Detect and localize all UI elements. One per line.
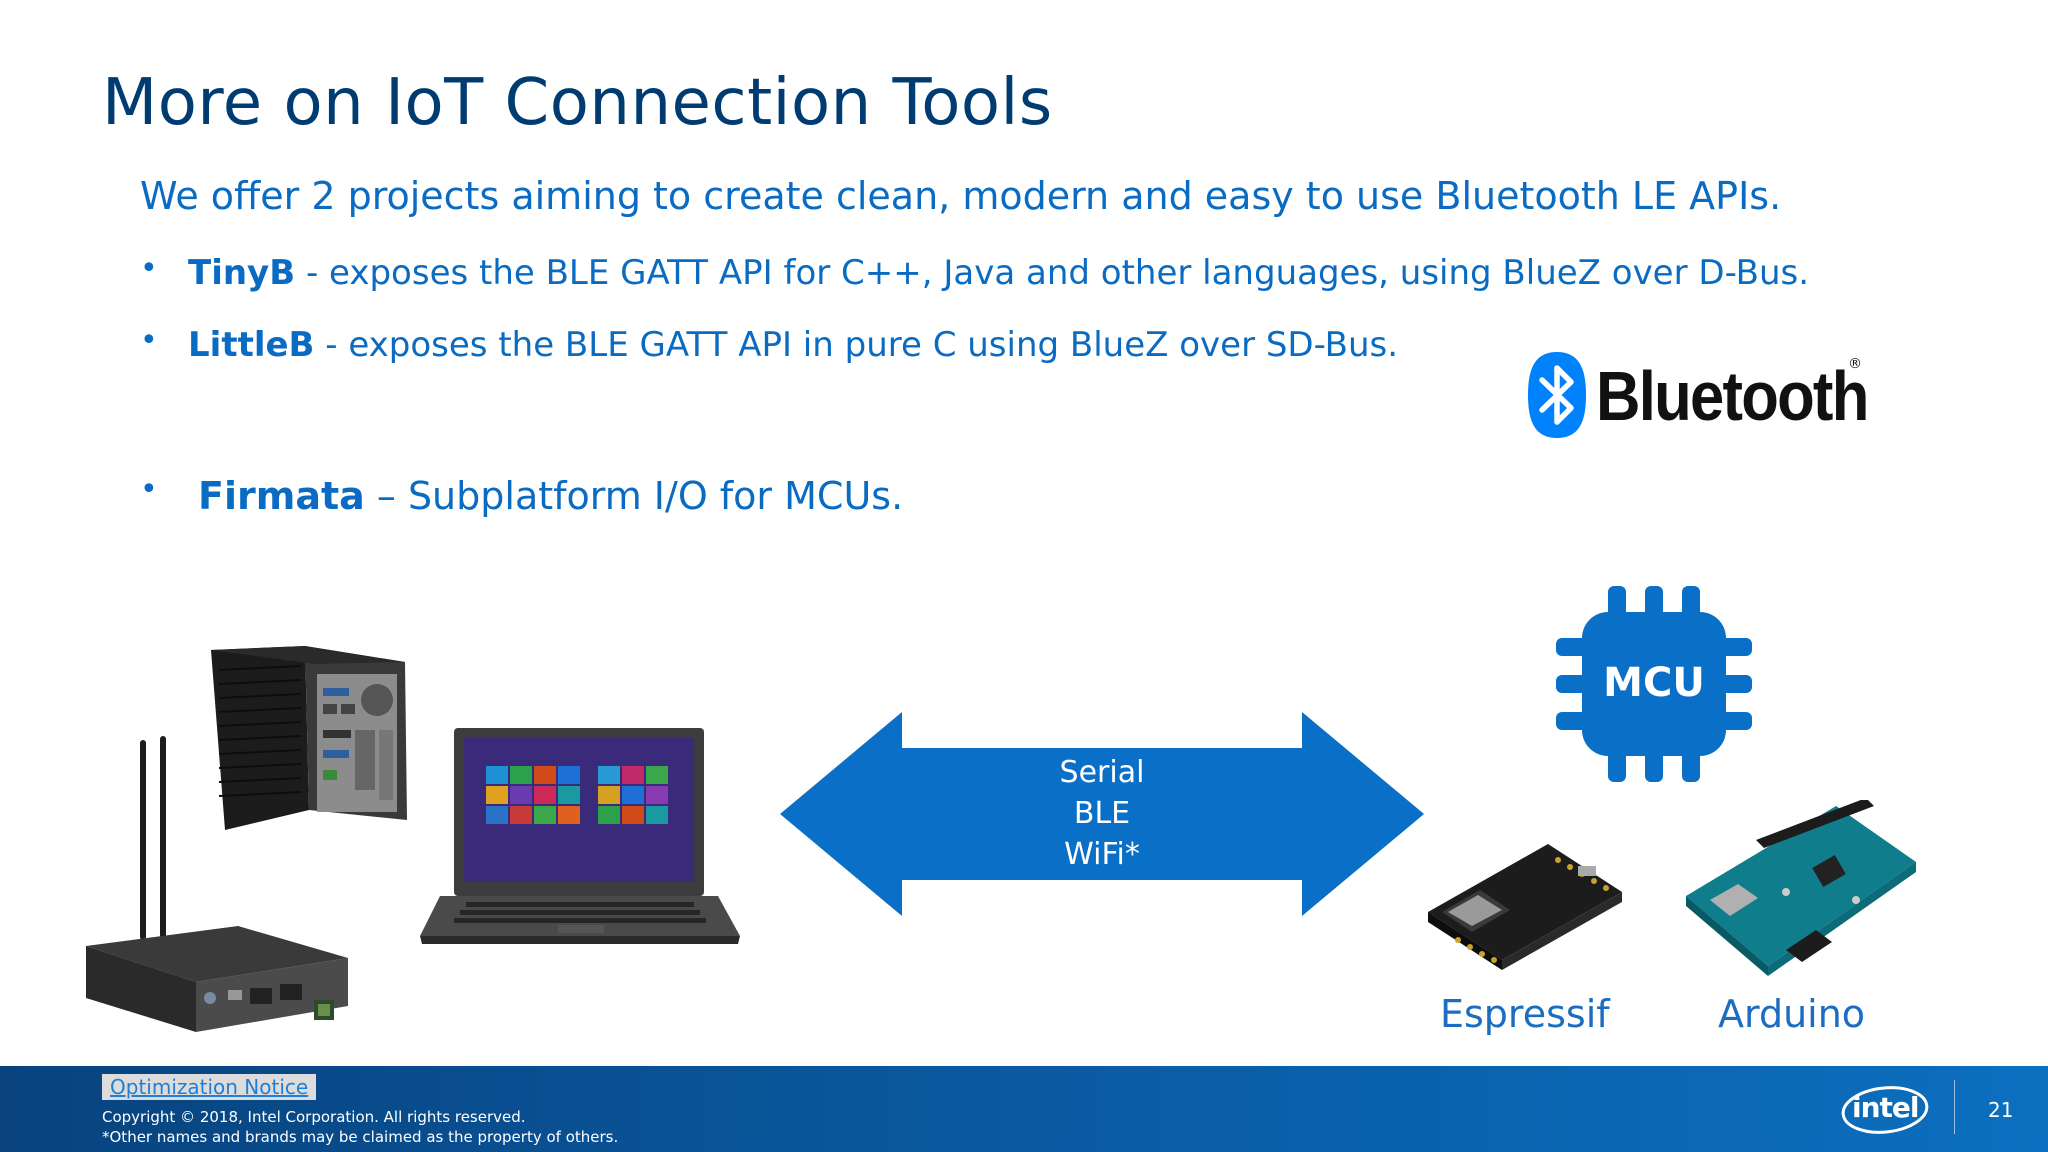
slide-title: More on IoT Connection Tools [102, 66, 1053, 140]
connection-types: Serial BLE WiFi* [780, 752, 1424, 875]
footer-divider [1954, 1080, 1955, 1134]
bullet-firmata-name: Firmata [198, 474, 365, 518]
connection-double-arrow: Serial BLE WiFi* [780, 712, 1424, 916]
optimization-notice-link[interactable]: Optimization Notice [102, 1074, 317, 1100]
bullet-tinyb-text: - exposes the BLE GATT API for C++, Java… [295, 253, 1810, 293]
bullet-firmata: • Firmata – Subplatform I/O for MCUs. [140, 472, 904, 518]
industrial-pc-image [211, 646, 407, 830]
espressif-board-image [1428, 844, 1622, 970]
bullet-dot: • [140, 323, 158, 358]
intel-wordmark: intel [1852, 1091, 1920, 1124]
page-number: 21 [1988, 1098, 2014, 1122]
bullet-tinyb-name: TinyB [188, 253, 296, 293]
gateway-router-image [86, 736, 348, 1032]
bullet-littleb-name: LittleB [188, 325, 315, 365]
espressif-label: Espressif [1440, 992, 1610, 1036]
copyright-text: Copyright © 2018, Intel Corporation. All… [102, 1107, 618, 1147]
bullet-firmata-text: – Subplatform I/O for MCUs. [364, 474, 904, 518]
laptop-image [420, 728, 740, 944]
bullet-tinyb: • TinyB - exposes the BLE GATT API for C… [140, 251, 1810, 293]
bluetooth-wordmark: Bluetooth [1596, 357, 1869, 435]
mcu-chip-icon: MCU [1556, 586, 1752, 782]
bluetooth-logo: Bluetooth ® [1526, 350, 1869, 442]
intel-logo: intel [1840, 1080, 1930, 1138]
bullet-dot: • [140, 472, 158, 507]
connection-ble: BLE [1073, 796, 1131, 831]
bluetooth-rune-icon [1528, 352, 1586, 438]
arduino-label: Arduino [1718, 992, 1866, 1036]
copyright-line: Copyright © 2018, Intel Corporation. All… [102, 1108, 526, 1126]
other-names-line: *Other names and brands may be claimed a… [102, 1128, 619, 1146]
connection-serial: Serial [1059, 755, 1145, 790]
bullet-littleb: • LittleB - exposes the BLE GATT API in … [140, 323, 1399, 365]
arduino-board-image [1686, 800, 1916, 976]
connection-wifi: WiFi* [1064, 837, 1140, 872]
registered-mark: ® [1848, 356, 1862, 372]
bullet-littleb-text: - exposes the BLE GATT API in pure C usi… [314, 325, 1399, 365]
bullet-dot: • [140, 251, 158, 286]
slide-footer [0, 1066, 2048, 1152]
intro-text: We offer 2 projects aiming to create cle… [140, 174, 1782, 218]
mcu-label: MCU [1603, 660, 1705, 706]
